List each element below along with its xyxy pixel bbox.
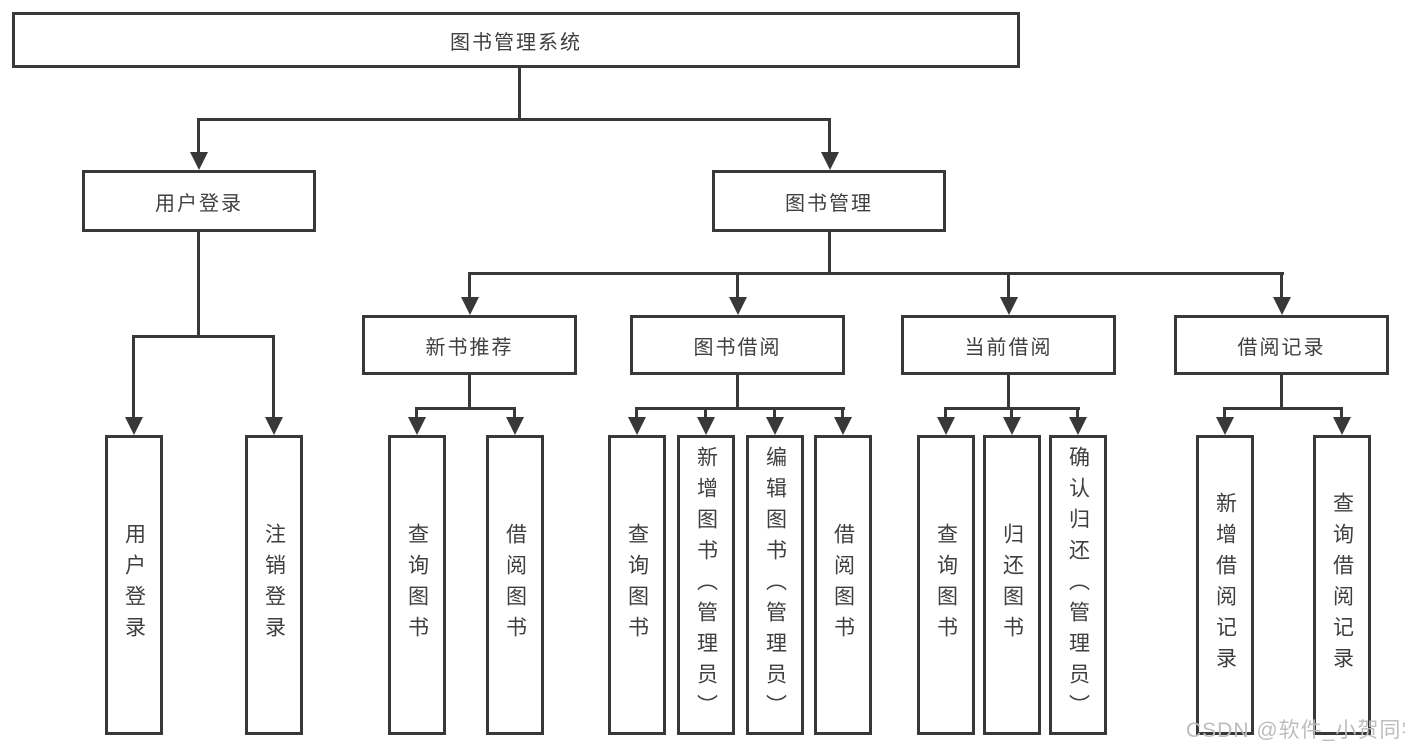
node-leaf-query-books-current: 查询图书: [917, 435, 975, 735]
connector-stub: [1010, 407, 1013, 417]
node-borrowing-records: 借阅记录: [1174, 315, 1389, 375]
connector-stub: [1076, 407, 1079, 417]
arrowhead-leaf-login: [125, 417, 143, 435]
connector-stub: [704, 407, 707, 417]
node-leaf-return-book: 归还图书: [983, 435, 1041, 735]
connector-current-borrowing-stem: [1007, 373, 1010, 407]
connector-borrowing-records-split: [1223, 407, 1343, 410]
node-leaf-add-borrow-record: 新增借阅记录: [1196, 435, 1254, 735]
node-leaf-borrow-books-recommend: 借阅图书: [486, 435, 544, 735]
connector-stub: [841, 407, 844, 417]
connector-stub-book-borrowing: [736, 272, 739, 297]
arrowhead-leaf-logout: [265, 417, 283, 435]
connector-book-borrowing-split: [635, 407, 845, 410]
node-book-borrowing: 图书借阅: [630, 315, 845, 375]
arrowhead-borrowing-records: [1273, 297, 1291, 315]
csdn-watermark: CSDN @软件_小贺同学: [1186, 719, 1405, 742]
connector-stub: [944, 407, 947, 417]
arrowhead: [697, 417, 715, 435]
arrowhead-book-management: [821, 152, 839, 170]
connector-stub: [1340, 407, 1343, 417]
arrowhead: [1003, 417, 1021, 435]
node-book-management: 图书管理: [712, 170, 946, 232]
connector-borrowing-records-stem: [1280, 373, 1283, 407]
connector-stub: [773, 407, 776, 417]
connector-book-management-stem: [828, 230, 831, 272]
connector-stub-borrowing-records: [1280, 272, 1283, 297]
node-new-book-recommendation: 新书推荐: [362, 315, 577, 375]
connector-new-book-stem: [468, 373, 471, 407]
node-leaf-query-borrow-record: 查询借阅记录: [1313, 435, 1371, 735]
arrowhead-user-login: [190, 152, 208, 170]
arrowhead-book-borrowing: [729, 297, 747, 315]
connector-stub-leaf-login: [132, 335, 135, 417]
arrowhead: [408, 417, 426, 435]
connector-user-login-stem: [197, 230, 200, 336]
node-leaf-user-login: 用户登录: [105, 435, 163, 735]
node-leaf-borrow-books: 借阅图书: [814, 435, 872, 735]
connector-stub: [635, 407, 638, 417]
connector-book-borrowing-stem: [736, 373, 739, 407]
connector-book-management-split: [468, 272, 1284, 275]
arrowhead: [506, 417, 524, 435]
node-leaf-query-books-borrowing: 查询图书: [608, 435, 666, 735]
arrowhead-current-borrowing: [1000, 297, 1018, 315]
arrowhead: [766, 417, 784, 435]
node-leaf-edit-book-admin: 编辑图书（管理员）: [746, 435, 804, 735]
connector-stub-new-book: [468, 272, 471, 297]
connector-stub-current-borrowing: [1007, 272, 1010, 297]
arrowhead: [834, 417, 852, 435]
node-leaf-confirm-return-admin: 确认归还（管理员）: [1049, 435, 1107, 735]
connector-stub-leaf-logout: [272, 335, 275, 417]
node-library-management-system: 图书管理系统: [12, 12, 1020, 68]
node-leaf-add-book-admin: 新增图书（管理员）: [677, 435, 735, 735]
connector-stub-user-login: [197, 118, 200, 154]
arrowhead: [1069, 417, 1087, 435]
connector-user-login-split: [132, 335, 275, 338]
arrowhead-new-book: [461, 297, 479, 315]
node-leaf-query-books-recommend: 查询图书: [388, 435, 446, 735]
connector-root-split: [197, 118, 831, 121]
node-user-login: 用户登录: [82, 170, 316, 232]
arrowhead: [1333, 417, 1351, 435]
connector-stub-book-management: [828, 118, 831, 154]
arrowhead: [937, 417, 955, 435]
node-current-borrowing: 当前借阅: [901, 315, 1116, 375]
node-leaf-logout: 注销登录: [245, 435, 303, 735]
connector-stub: [1223, 407, 1226, 417]
arrowhead: [628, 417, 646, 435]
connector-stub: [415, 407, 418, 417]
connector-new-book-split: [415, 407, 516, 410]
connector-root-stem: [518, 68, 521, 118]
arrowhead: [1216, 417, 1234, 435]
connector-stub: [513, 407, 516, 417]
